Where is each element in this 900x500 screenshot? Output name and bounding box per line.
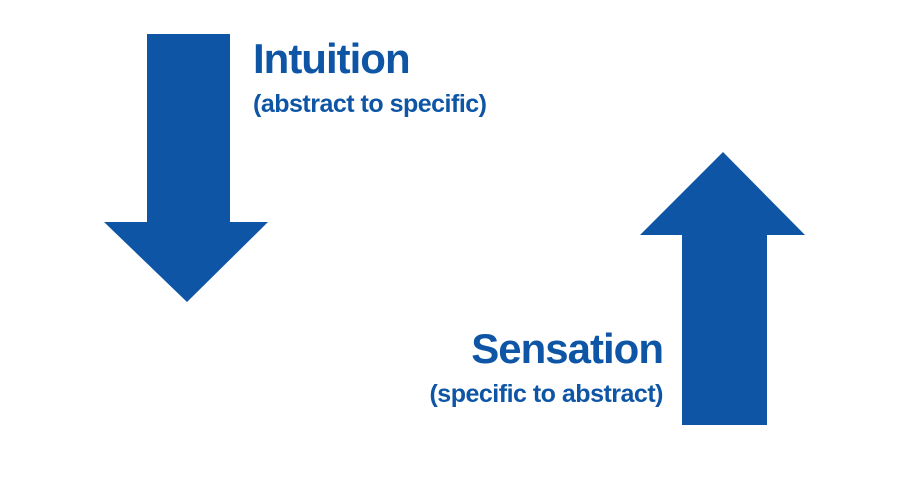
intuition-title: Intuition [253,35,411,82]
down-arrow-shape [104,34,268,302]
sensation-title: Sensation [471,325,664,372]
up-arrow-shape [640,152,805,425]
sensation-subtitle: (specific to abstract) [429,380,663,409]
intuition-label-block: Intuition (abstract to specific) [253,35,487,119]
up-arrow-icon [640,152,805,425]
sensation-label-block: Sensation (specific to abstract) [429,325,664,409]
down-arrow-icon [104,34,268,302]
intuition-subtitle: (abstract to specific) [253,90,487,119]
